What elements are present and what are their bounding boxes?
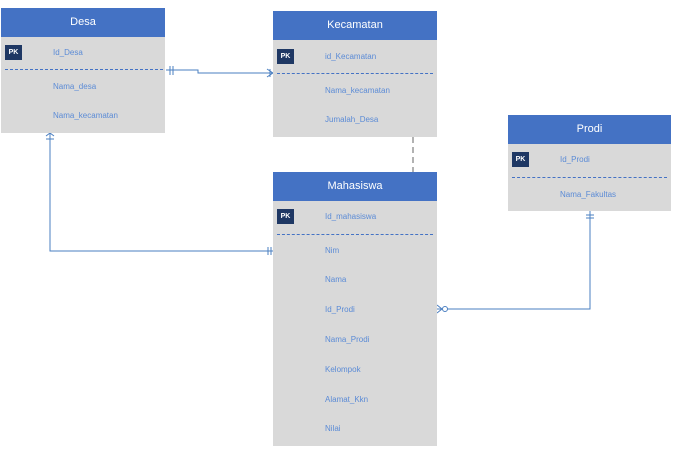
mahasiswa-attr-6: Alamat_Kkn xyxy=(325,395,369,404)
mahasiswa-attr-2: Nama xyxy=(325,275,347,284)
mahasiswa-attr-7: Nilai xyxy=(325,424,341,433)
separator xyxy=(512,177,667,178)
separator xyxy=(277,234,433,235)
desa-attr-1: Nama_desa xyxy=(53,82,97,91)
pk-badge: PK xyxy=(277,49,294,64)
desa-kecamatan-relationship xyxy=(166,66,274,78)
mahasiswa-pk-field: Id_mahasiswa xyxy=(325,212,377,221)
entity-desa[interactable]: Desa PK Id_Desa Nama_desa Nama_kecamatan xyxy=(1,8,165,133)
mahasiswa-attr-3: Id_Prodi xyxy=(325,305,355,314)
entity-prodi[interactable]: Prodi PK Id_Prodi Nama_Fakultas xyxy=(508,115,671,211)
prodi-attr-1: Nama_Fakultas xyxy=(560,190,617,199)
desa-mahasiswa-relationship xyxy=(45,132,273,255)
desa-pk-field: Id_Desa xyxy=(53,48,83,57)
entity-prodi-title: Prodi xyxy=(508,115,671,144)
mahasiswa-attr-4: Nama_Prodi xyxy=(325,335,370,344)
mahasiswa-attr-1: Nim xyxy=(325,246,340,255)
separator xyxy=(5,69,163,70)
entity-kecamatan-title: Kecamatan xyxy=(273,11,437,40)
desa-attr-2: Nama_kecamatan xyxy=(53,111,118,120)
entity-mahasiswa[interactable]: Mahasiswa PK Id_mahasiswa Nim Nama Id_Pr… xyxy=(273,172,437,446)
entity-mahasiswa-title: Mahasiswa xyxy=(273,172,437,201)
prodi-pk-field: Id_Prodi xyxy=(560,155,590,164)
mahasiswa-attr-5: Kelompok xyxy=(325,365,361,374)
pk-badge: PK xyxy=(5,45,22,60)
separator xyxy=(277,73,433,74)
entity-kecamatan[interactable]: Kecamatan PK id_Kecamatan Nama_kecamatan… xyxy=(273,11,437,137)
kecamatan-attr-2: Jumalah_Desa xyxy=(325,115,379,124)
prodi-mahasiswa-relationship xyxy=(436,211,594,314)
entity-desa-title: Desa xyxy=(1,8,165,37)
pk-badge: PK xyxy=(512,152,529,167)
kecamatan-pk-field: id_Kecamatan xyxy=(325,52,377,61)
kecamatan-attr-1: Nama_kecamatan xyxy=(325,86,390,95)
pk-badge: PK xyxy=(277,209,294,224)
